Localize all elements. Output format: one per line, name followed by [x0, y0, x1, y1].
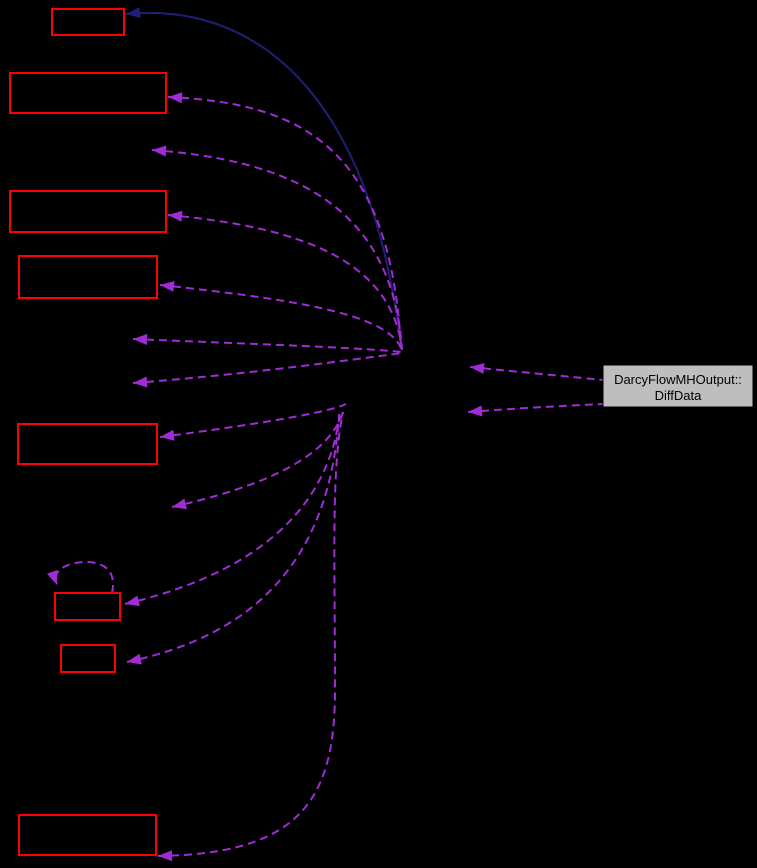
- nodes-layer: [9, 8, 754, 856]
- edge-use-hidden-2: [132, 338, 403, 353]
- edge-use-hidden-3: [132, 352, 403, 384]
- edge-use-box-bottom: [157, 411, 344, 857]
- edge-use-box-2: [167, 96, 402, 349]
- node-box-6[interactable]: [54, 592, 121, 621]
- node-box-top[interactable]: [51, 8, 125, 36]
- edge-use-hidden-1: [151, 149, 403, 350]
- edge-use-hidden-2-arrowhead: [133, 333, 148, 345]
- edge-use-box-3-arrowhead: [168, 210, 183, 222]
- node-main-diffdata[interactable]: [602, 364, 754, 408]
- edge-use-box-6-arrowhead: [125, 595, 140, 607]
- node-box-5[interactable]: [17, 423, 158, 465]
- edge-use-box-4-arrowhead: [160, 280, 175, 292]
- edge-use-box-5-arrowhead: [160, 429, 175, 441]
- edge-use-box-7: [126, 413, 340, 663]
- node-box-4[interactable]: [18, 255, 158, 299]
- edge-use-hidden-4: [171, 409, 345, 508]
- edge-self-loop-box-6-arrowhead: [47, 569, 58, 585]
- edge-inherit-top-box: [125, 12, 402, 348]
- edge-use-box-6: [124, 411, 341, 605]
- edge-use-box-3: [167, 214, 403, 351]
- node-box-3[interactable]: [9, 190, 167, 233]
- edge-use-box-bottom-arrowhead: [158, 850, 173, 862]
- node-box-bottom[interactable]: [18, 814, 157, 856]
- edge-use-box-7-arrowhead: [127, 653, 142, 665]
- node-box-2[interactable]: [9, 72, 167, 114]
- edge-use-main-upper: [469, 366, 604, 381]
- edge-self-loop-box-6: [54, 560, 115, 594]
- edge-use-box-2-arrowhead: [168, 92, 183, 104]
- edge-use-hidden-4-arrowhead: [172, 498, 187, 510]
- edge-use-main-upper-arrowhead: [470, 362, 485, 374]
- edges-layer: [47, 7, 604, 862]
- edge-use-main-lower: [467, 403, 604, 413]
- node-box-7[interactable]: [60, 644, 116, 673]
- edge-use-main-lower-arrowhead: [468, 405, 483, 417]
- edge-use-hidden-3-arrowhead: [133, 376, 148, 388]
- edge-use-box-4: [159, 284, 403, 352]
- main-node-label-line1: DarcyFlowMHOutput::: [614, 372, 742, 387]
- edge-use-hidden-1-arrowhead: [152, 145, 167, 157]
- edge-inherit-top-box-arrowhead: [126, 7, 141, 19]
- main-node-label-line2: DiffData: [655, 388, 702, 403]
- main-node-label: DarcyFlowMHOutput:: DiffData: [614, 372, 742, 403]
- edge-use-box-5: [159, 403, 347, 438]
